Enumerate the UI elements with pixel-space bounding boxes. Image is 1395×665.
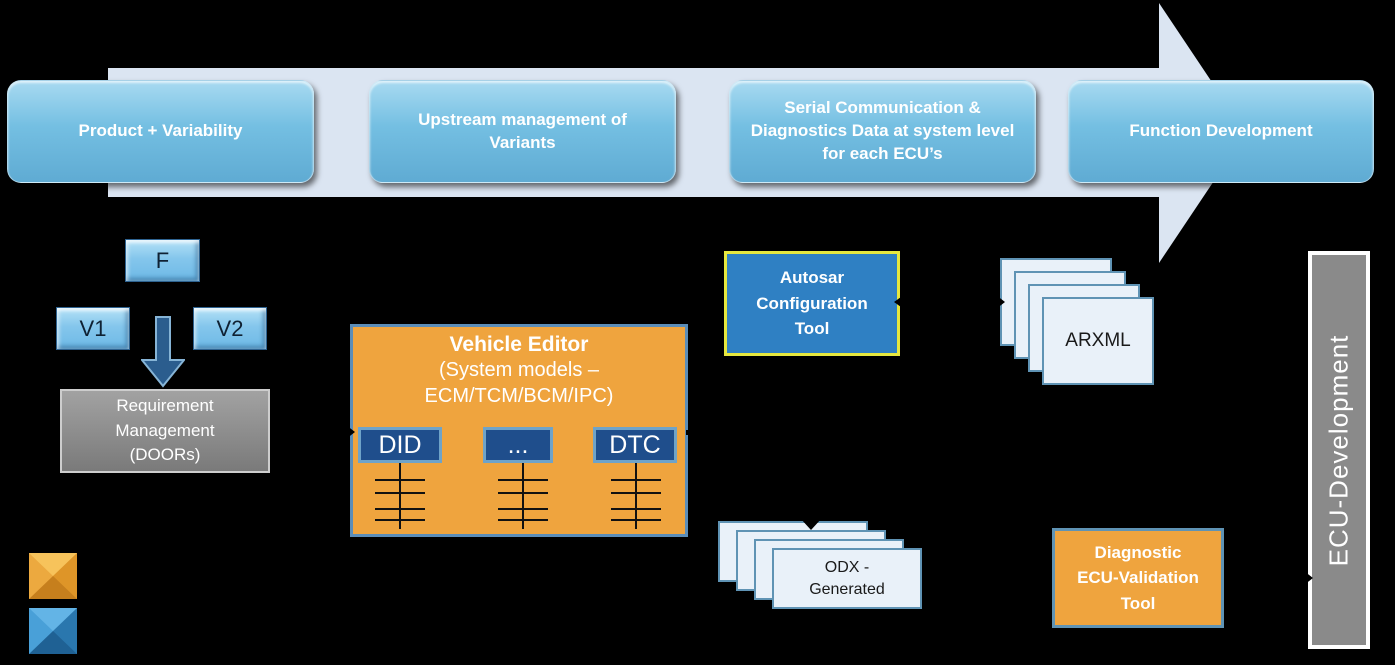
- category-ellipsis-box: ...: [483, 427, 553, 463]
- diagnostic-line: Tool: [1120, 593, 1156, 613]
- category-label: ...: [507, 430, 529, 459]
- variant1-label: V1: [79, 315, 107, 341]
- stage-label: Function Development: [1129, 121, 1313, 141]
- arxml-label: ARXML: [1065, 330, 1131, 351]
- hierarchy-tree-icon: [375, 463, 425, 529]
- ecu-development-label: ECU-Development: [1323, 334, 1354, 566]
- category-dtc-box: DTC: [593, 427, 677, 463]
- requirement-line: Requirement: [116, 396, 214, 416]
- autosar-configuration-tool-box: Autosar Configuration Tool: [724, 251, 900, 356]
- hierarchy-tree-icon: [611, 463, 661, 529]
- category-label: DTC: [609, 430, 661, 459]
- connector-arrowhead-icon: [346, 425, 355, 439]
- connector-arrowhead-icon: [894, 297, 901, 307]
- feature-label: F: [155, 247, 170, 273]
- requirement-line: (DOORs): [129, 445, 201, 465]
- variant2-box: V2: [193, 307, 267, 350]
- autosar-line: Configuration: [756, 293, 868, 313]
- connector-arrowhead-icon: [996, 295, 1005, 309]
- stage-product-variability: Product + Variability: [7, 80, 314, 183]
- requirement-line: Management: [115, 420, 215, 440]
- arxml-page-front: ARXML: [1042, 297, 1154, 385]
- stage-serial-communication: Serial Communication & Diagnostics Data …: [729, 80, 1036, 183]
- legend-orange-square: [29, 553, 77, 599]
- requirement-management-box: Requirement Management (DOORs): [60, 389, 270, 473]
- down-arrow-icon: [141, 316, 185, 388]
- hierarchy-tree-icon: [498, 463, 548, 529]
- stage-label: Upstream management of Variants: [418, 109, 627, 152]
- diagnostic-ecu-validation-tool-box: Diagnostic ECU-Validation Tool: [1052, 528, 1224, 628]
- connector-arrowhead-icon: [800, 518, 822, 530]
- subtitle-line: (System models –: [438, 359, 600, 381]
- subtitle-line: ECM/TCM/BCM/IPC): [424, 385, 614, 407]
- legend-blue-square: [29, 608, 77, 654]
- vehicle-editor-title: Vehicle Editor: [449, 333, 589, 356]
- stage-function-development: Function Development: [1068, 80, 1374, 183]
- stage-upstream-variants: Upstream management of Variants: [369, 80, 676, 183]
- stage-label: Product + Variability: [78, 121, 243, 141]
- category-label: DID: [378, 430, 422, 459]
- vehicle-editor-box: Vehicle Editor (System models – ECM/TCM/…: [350, 324, 688, 537]
- connector-arrowhead-icon: [1304, 571, 1313, 585]
- connector-nub: [686, 430, 691, 435]
- feature-box: F: [125, 239, 200, 282]
- odx-line: Generated: [809, 580, 885, 598]
- stage-label: Serial Communication & Diagnostics Data …: [750, 98, 1015, 163]
- autosar-line: Autosar: [779, 268, 845, 288]
- ecu-development-bar: ECU-Development: [1308, 251, 1370, 649]
- category-did-box: DID: [358, 427, 442, 463]
- odx-page-front: ODX - Generated: [772, 548, 922, 609]
- diagnostic-line: Diagnostic: [1094, 542, 1182, 562]
- variant2-label: V2: [216, 315, 244, 341]
- diagnostic-line: ECU-Validation: [1077, 568, 1199, 588]
- variant1-box: V1: [56, 307, 130, 350]
- autosar-line: Tool: [794, 319, 830, 339]
- odx-line: ODX -: [824, 558, 870, 576]
- vehicle-editor-subtitle: (System models – ECM/TCM/BCM/IPC): [353, 357, 685, 409]
